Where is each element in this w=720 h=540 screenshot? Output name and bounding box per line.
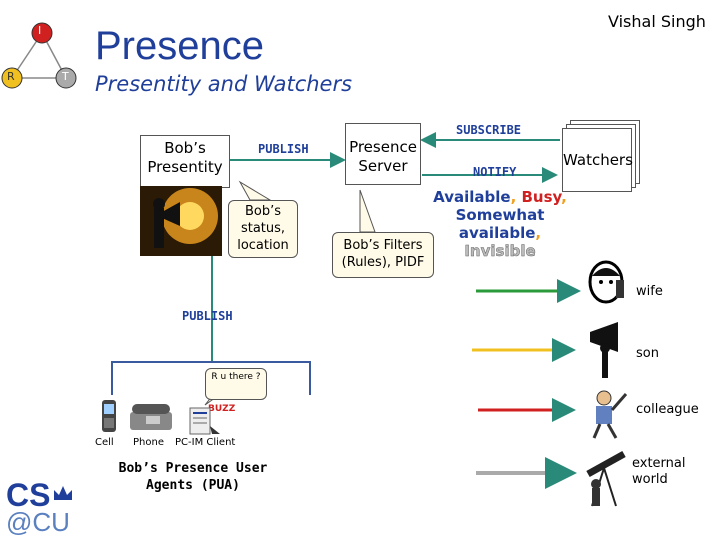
desk-phone-icon (130, 404, 172, 430)
status-available: Available (433, 188, 511, 206)
publish-label-bottom: PUBLISH (182, 309, 233, 323)
status-invisible: Invisible (464, 242, 536, 261)
slide-subtitle: Presentity and Watchers (95, 72, 353, 96)
notify-label: NOTIFY (473, 165, 517, 179)
status-list: Available, Busy, Somewhat available, Inv… (430, 188, 570, 260)
logo-i-letter: I (38, 24, 42, 37)
son-image (578, 318, 630, 384)
cs-logo-line1: CS (6, 477, 51, 513)
status-somewhat: Somewhat available (455, 206, 545, 242)
subscribe-label: SUBSCRIBE (456, 123, 522, 137)
watcher-colleague-label: colleague (636, 402, 699, 417)
status-sep-3: , (535, 224, 542, 242)
bob-megaphone-image (140, 186, 222, 256)
wife-image (582, 258, 634, 316)
publish-label-top: PUBLISH (258, 142, 309, 156)
status-callout: Bob’s status, location (228, 200, 298, 258)
device-cell-label: Cell (95, 437, 114, 448)
colleague-image (578, 386, 634, 440)
pua-label: Bob’s Presence User Agents (PUA) (118, 461, 268, 493)
watcher-external-label: external world (632, 456, 686, 487)
device-phone-label: Phone (133, 437, 164, 448)
cell-phone-icon (102, 400, 116, 432)
filters-callout: Bob’s Filters (Rules), PIDF (332, 232, 434, 278)
watcher-son-label: son (636, 346, 659, 361)
presence-server-box: Presence Server (345, 123, 421, 185)
status-sep-1: , (510, 188, 517, 206)
external-world-image (578, 444, 630, 510)
watchers-box: Watchers (562, 128, 633, 192)
presentity-box: Bob’s Presentity (140, 135, 230, 188)
irt-logo (1, 22, 77, 89)
cs-logo-line2: @CU (6, 507, 70, 537)
logo-r-letter: R (7, 70, 15, 83)
watcher-wife-label: wife (636, 284, 663, 299)
status-busy: Busy (521, 188, 562, 206)
author-name: Vishal Singh (608, 12, 706, 31)
pc-im-icon (189, 407, 220, 435)
slide-title: Presence (95, 24, 264, 68)
status-sep-2: , (561, 188, 567, 206)
device-pc-label: PC-IM Client (175, 437, 236, 448)
logo-t-letter: T (62, 70, 69, 83)
crown-icon (54, 486, 72, 500)
buzz-label: BUZZ (208, 404, 236, 414)
ru-there-callout: R u there ? (205, 368, 267, 400)
